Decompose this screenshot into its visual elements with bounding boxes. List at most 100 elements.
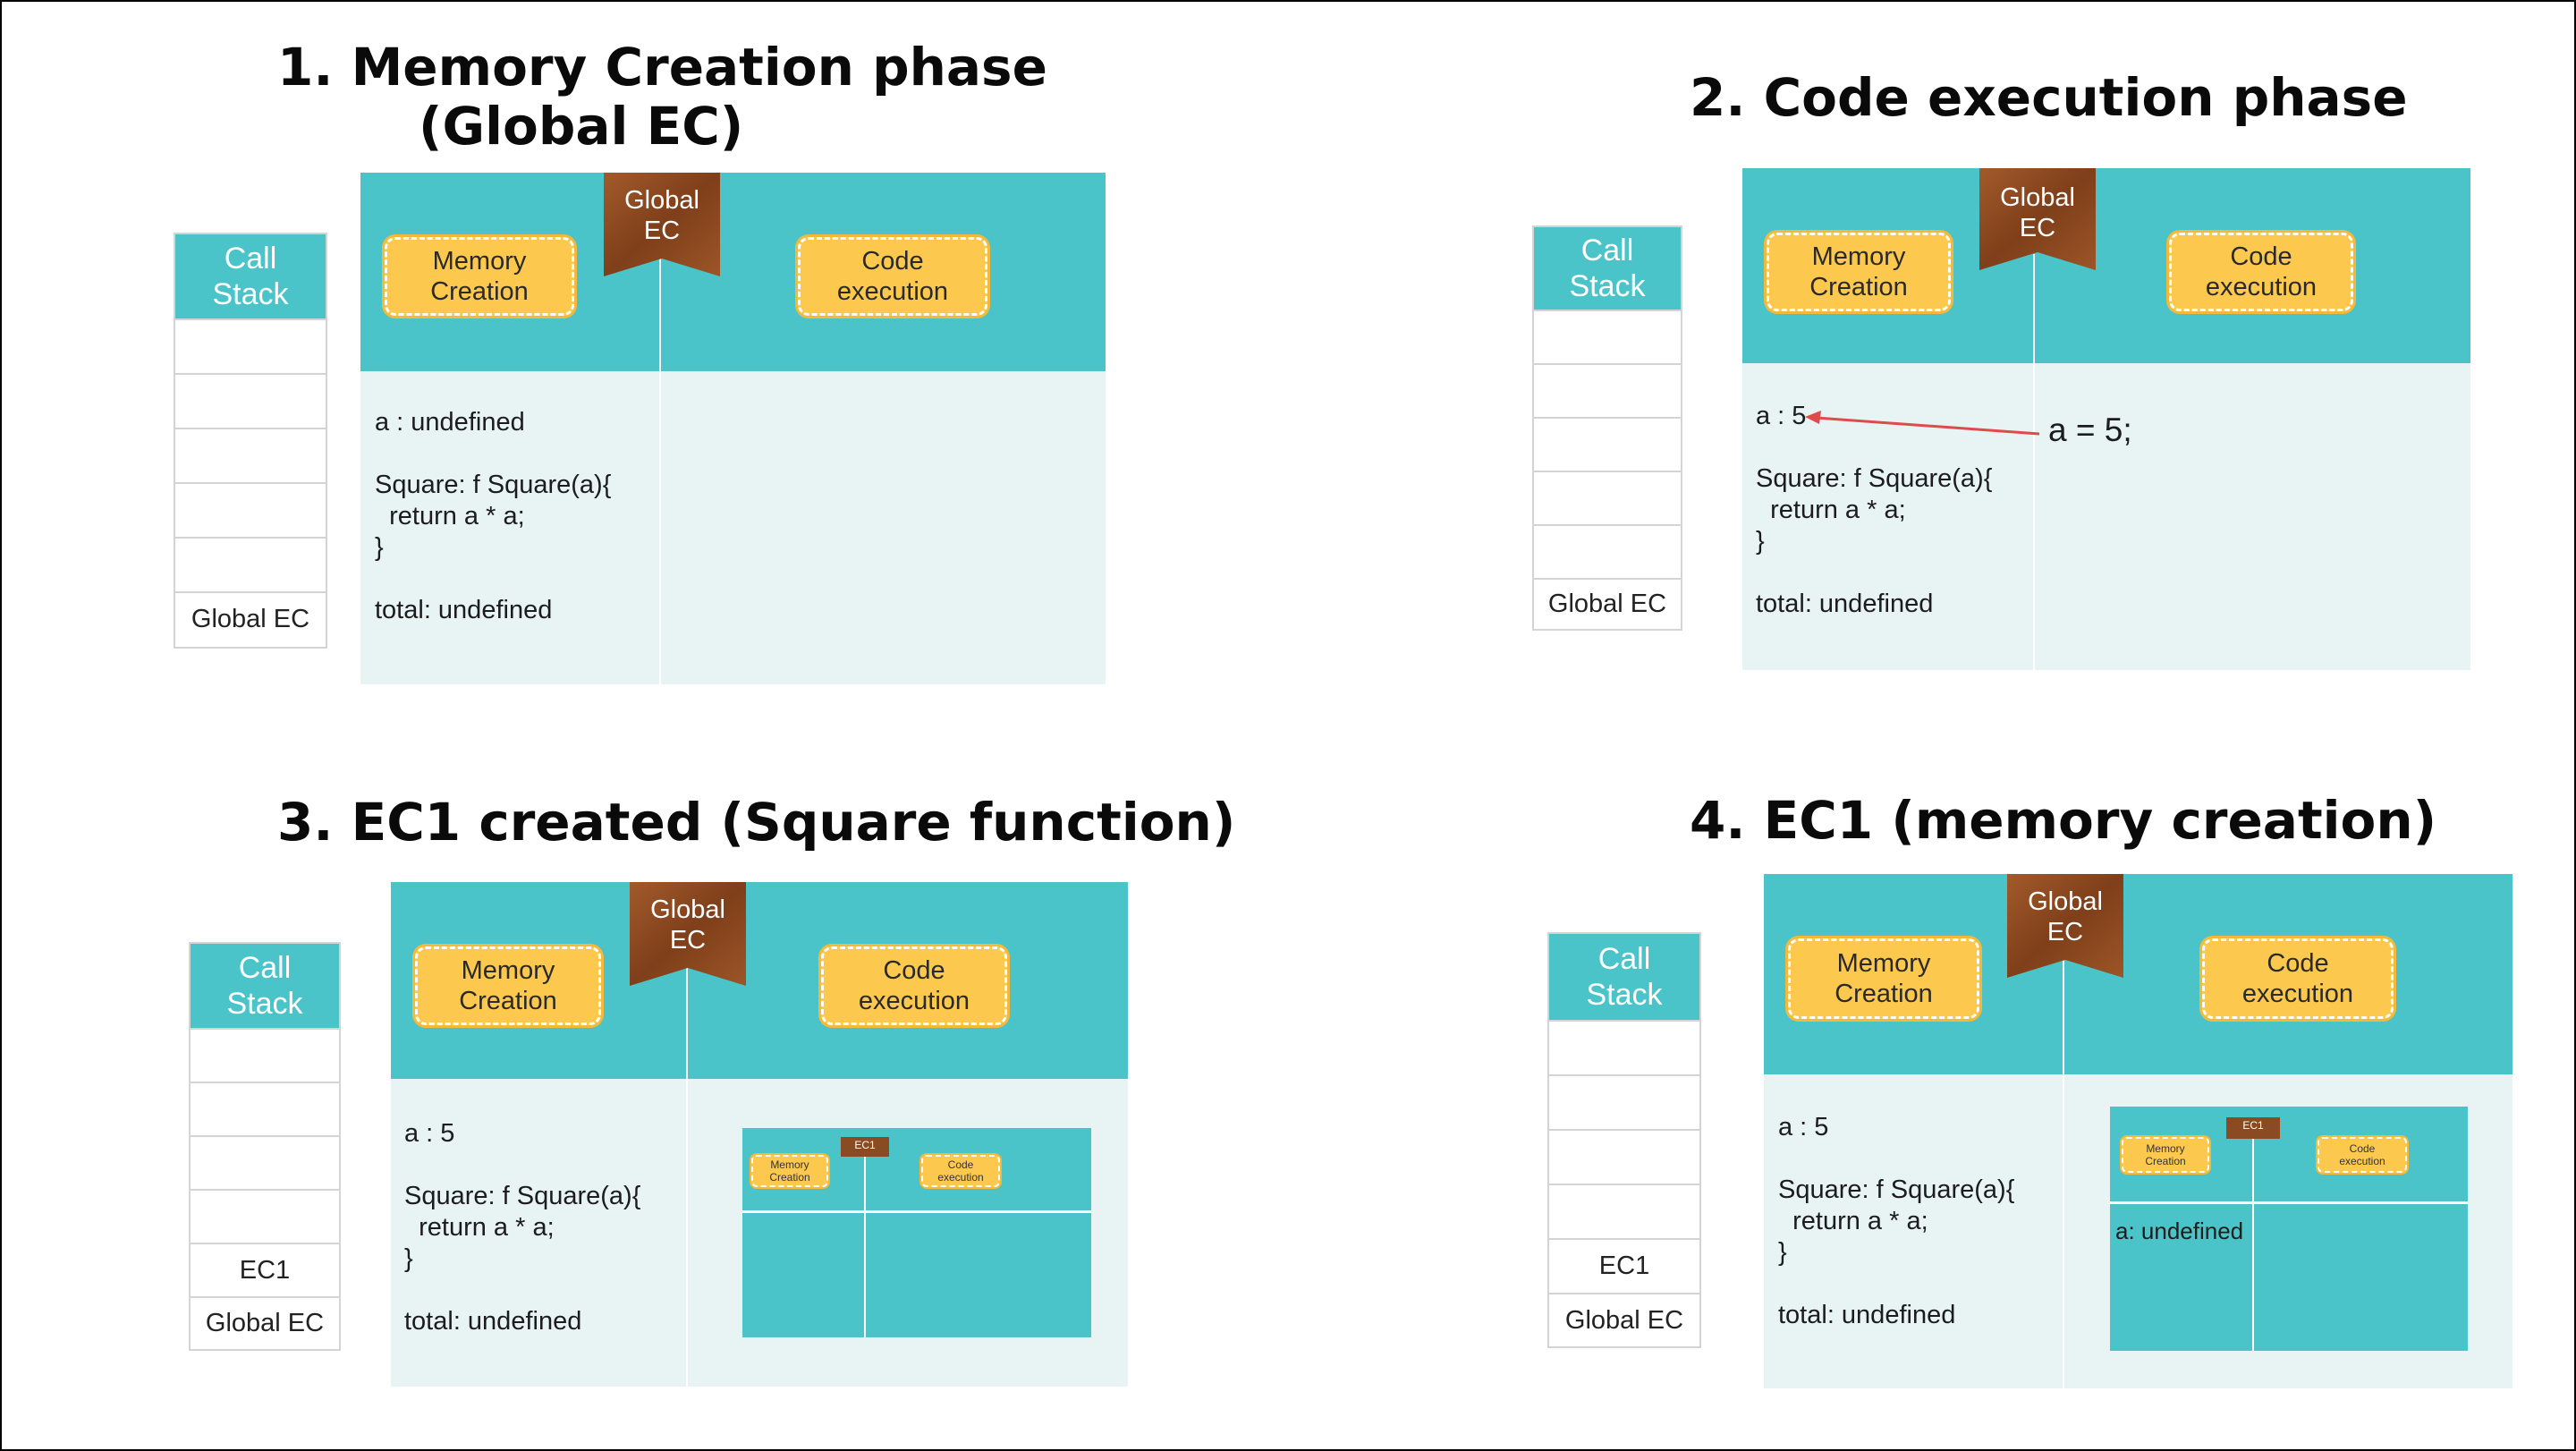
ec1-memory-contents: a: undefined: [2115, 1218, 2244, 1244]
call-stack-cell: [175, 537, 326, 591]
code-execution-pill: Code execution: [2202, 938, 2394, 1019]
memory-line: return a * a;: [1778, 1207, 1928, 1235]
call-stack-header: Call Stack: [1534, 227, 1681, 310]
call-stack-cell: [1534, 417, 1681, 471]
memory-creation-pill: Memory Creation: [1788, 938, 1979, 1019]
execution-context-board: Global EC Memory Creation Code execution…: [360, 173, 1106, 684]
call-stack-cell: [1534, 524, 1681, 578]
memory-line: a : 5: [1756, 402, 1807, 430]
board-divider: [659, 259, 661, 684]
memory-line: return a * a;: [1756, 496, 1906, 524]
execution-context-board: Global EC Memory Creation Code execution…: [391, 882, 1128, 1387]
call-stack: Call Stack EC1 Global EC: [189, 942, 341, 1351]
call-stack-header: Call Stack: [1549, 934, 1699, 1020]
global-ec-banner: [1979, 168, 2096, 270]
memory-contents: a : 5 Square: f Square(a){ return a * a;…: [1756, 401, 1992, 620]
memory-line: Square: f Square(a){: [1756, 464, 1993, 493]
call-stack-cell: [1534, 310, 1681, 363]
memory-creation-pill: Memory Creation: [415, 946, 601, 1025]
memory-line: total: undefined: [1778, 1301, 1956, 1329]
memory-line: [404, 1150, 640, 1181]
board-divider: [686, 968, 688, 1387]
call-stack: Call Stack EC1 Global EC: [1547, 932, 1701, 1348]
memory-line: [404, 1275, 640, 1306]
memory-line: [1778, 1143, 2014, 1175]
ec1-banner: EC1: [841, 1137, 889, 1157]
ec1-memory-creation-pill: Memory Creation: [2122, 1137, 2209, 1173]
memory-contents: a : 5 Square: f Square(a){ return a * a;…: [1778, 1112, 2014, 1331]
call-stack-header: Call Stack: [175, 234, 326, 318]
code-execution-pill: Code execution: [821, 946, 1007, 1025]
ec1-code-execution-pill: Code execution: [921, 1155, 1000, 1187]
memory-line: }: [404, 1244, 413, 1273]
ec1-board-divider-v: [864, 1148, 866, 1337]
global-ec-banner: [604, 173, 720, 276]
execution-context-board: Global EC Memory Creation Code execution…: [1764, 874, 2512, 1388]
call-stack-cell: [175, 428, 326, 482]
panel-2-title: 2. Code execution phase: [1690, 67, 2408, 128]
board-divider: [2033, 254, 2035, 670]
call-stack-header: Call Stack: [191, 944, 339, 1028]
global-ec-banner: [630, 882, 746, 986]
call-stack-cell: [1549, 1184, 1699, 1238]
memory-line: }: [1756, 527, 1765, 556]
call-stack-cell: [1549, 1020, 1699, 1074]
call-stack-cell-ec1: EC1: [1549, 1238, 1699, 1293]
panel-1-title-line: 1. Memory Creation phase: [277, 37, 1047, 98]
memory-line: total: undefined: [375, 596, 553, 624]
memory-line: [1778, 1269, 2014, 1300]
ec1-nested-board: EC1 Memory Creation Code execution: [742, 1128, 1091, 1337]
call-stack: Call Stack Global EC: [1532, 225, 1682, 631]
memory-line: Square: f Square(a){: [1778, 1175, 2015, 1204]
call-stack-cell: [1549, 1129, 1699, 1184]
call-stack-cell-global-ec: Global EC: [191, 1296, 339, 1349]
call-stack-cell-ec1: EC1: [191, 1243, 339, 1296]
ec1-code-execution-pill: Code execution: [2318, 1137, 2407, 1173]
ec1-board-divider-h: [742, 1210, 1091, 1213]
global-ec-banner-label: Global EC: [2000, 183, 2075, 242]
ec1-board-divider-h: [2110, 1201, 2468, 1204]
memory-line: a : 5: [404, 1119, 455, 1148]
panel-3-title: 3. EC1 created (Square function): [277, 792, 1236, 853]
memory-line: [375, 438, 611, 470]
memory-line: a : 5: [1778, 1113, 1829, 1141]
call-stack: Call Stack Global EC: [174, 233, 327, 649]
memory-line: Square: f Square(a){: [375, 471, 612, 499]
global-ec-banner-label: Global EC: [2028, 887, 2103, 946]
global-ec-banner-label: Global EC: [624, 186, 699, 245]
global-ec-banner: [2007, 874, 2123, 978]
code-execution-pill: Code execution: [2169, 233, 2353, 311]
call-stack-cell: [175, 482, 326, 537]
memory-line: }: [375, 533, 384, 562]
call-stack-cell: [1534, 471, 1681, 524]
call-stack-cell-global-ec: Global EC: [1549, 1293, 1699, 1346]
call-stack-cell: [1549, 1074, 1699, 1129]
board-body: [360, 371, 1106, 684]
ec1-banner: EC1: [2226, 1117, 2280, 1139]
memory-creation-pill: Memory Creation: [1767, 233, 1951, 311]
call-stack-cell: [191, 1189, 339, 1243]
call-stack-cell: [175, 373, 326, 428]
execution-context-board: Global EC Memory Creation Code execution…: [1742, 168, 2470, 670]
ec1-memory-creation-pill: Memory Creation: [751, 1155, 828, 1187]
ec1-board-divider-v: [2252, 1130, 2254, 1351]
code-statement: a = 5;: [2048, 412, 2132, 448]
board-body: [1742, 363, 2470, 670]
call-stack-cell: [191, 1135, 339, 1189]
panel-1-title-line: (Global EC): [419, 96, 744, 157]
board-divider: [2063, 960, 2064, 1388]
global-ec-banner-label: Global EC: [650, 895, 725, 955]
memory-line: [375, 564, 611, 595]
call-stack-cell: [175, 318, 326, 373]
ec1-nested-board: EC1 Memory Creation Code execution a: un…: [2110, 1107, 2468, 1351]
call-stack-cell-global-ec: Global EC: [1534, 578, 1681, 629]
memory-line: total: undefined: [1756, 590, 1934, 618]
call-stack-cell: [191, 1028, 339, 1082]
panel-4-title: 4. EC1 (memory creation): [1690, 790, 2437, 851]
memory-line: [1756, 557, 1992, 589]
assignment-arrow: [1805, 411, 2040, 436]
memory-line: Square: f Square(a){: [404, 1182, 641, 1210]
memory-contents: a : 5 Square: f Square(a){ return a * a;…: [404, 1118, 640, 1337]
memory-contents: a : undefined Square: f Square(a){ retur…: [375, 407, 611, 626]
